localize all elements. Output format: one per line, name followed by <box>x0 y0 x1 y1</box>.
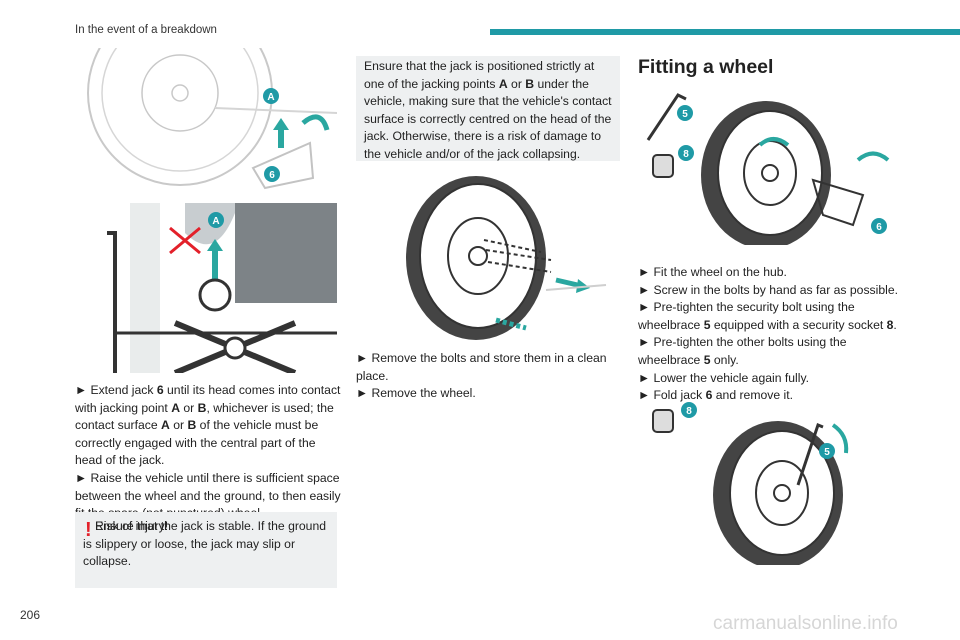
section-header: In the event of a breakdown <box>75 24 217 36</box>
warning-title: Risk of injury! <box>95 519 169 533</box>
col1-instructions: ► Extend jack 6 until its head comes int… <box>75 382 343 523</box>
info-note-text: Ensure that the jack is positioned stric… <box>364 59 612 161</box>
fit-wheel-figure: 5 8 6 <box>646 93 890 245</box>
warning-icon: ! <box>85 519 92 541</box>
col2-step-2: ► Remove the wheel. <box>356 386 476 401</box>
col2-step-1: ► Remove the bolts and store them in a c… <box>356 351 607 383</box>
col3-step-2: ► Screw in the bolts by hand as far as p… <box>638 282 899 297</box>
col3-step-3: ► Pre-tighten the security bolt using th… <box>638 300 897 332</box>
col3-step-6: ► Fold jack 6 and remove it. <box>638 388 794 403</box>
header-accent-bar <box>490 29 960 35</box>
warning-body: Ensure that the jack is stable. If the g… <box>83 519 327 569</box>
warning-text: Risk of injury! Ensure that the jack is … <box>83 518 331 571</box>
warning-box: ! Risk of injury! Ensure that the jack i… <box>75 512 337 588</box>
callout-a-2: A <box>212 216 219 227</box>
col1-step-1: ► Extend jack 6 until its head comes int… <box>75 383 341 468</box>
page-number: 206 <box>20 608 41 622</box>
wheel-jack-figure: A 6 <box>87 48 337 190</box>
callout-5-2: 5 <box>824 447 830 458</box>
section-title: Fitting a wheel <box>638 56 774 78</box>
callout-6-2: 6 <box>876 222 882 233</box>
col2-instructions: ► Remove the bolts and store them in a c… <box>356 350 624 403</box>
tighten-bolts-figure: 8 5 <box>652 402 849 565</box>
remove-bolts-figure <box>406 176 607 340</box>
jack-closeup-figure: A <box>107 203 337 373</box>
col3-step-5: ► Lower the vehicle again fully. <box>638 370 810 385</box>
col3-step-4: ► Pre-tighten the other bolts using the … <box>638 335 847 367</box>
callout-8: 8 <box>683 149 689 160</box>
col3-step-1: ► Fit the wheel on the hub. <box>638 265 787 279</box>
footer-watermark[interactable]: carmanualsonline.info <box>713 613 898 634</box>
callout-a: A <box>267 92 274 103</box>
callout-6: 6 <box>269 170 275 181</box>
col3-instructions: ► Fit the wheel on the hub. ► Screw in t… <box>638 264 906 405</box>
col1-step-2: ► Raise the vehicle until there is suffi… <box>75 470 341 520</box>
info-note-box: Ensure that the jack is positioned stric… <box>356 56 620 161</box>
callout-8-2: 8 <box>686 406 692 417</box>
callout-5: 5 <box>682 109 688 120</box>
